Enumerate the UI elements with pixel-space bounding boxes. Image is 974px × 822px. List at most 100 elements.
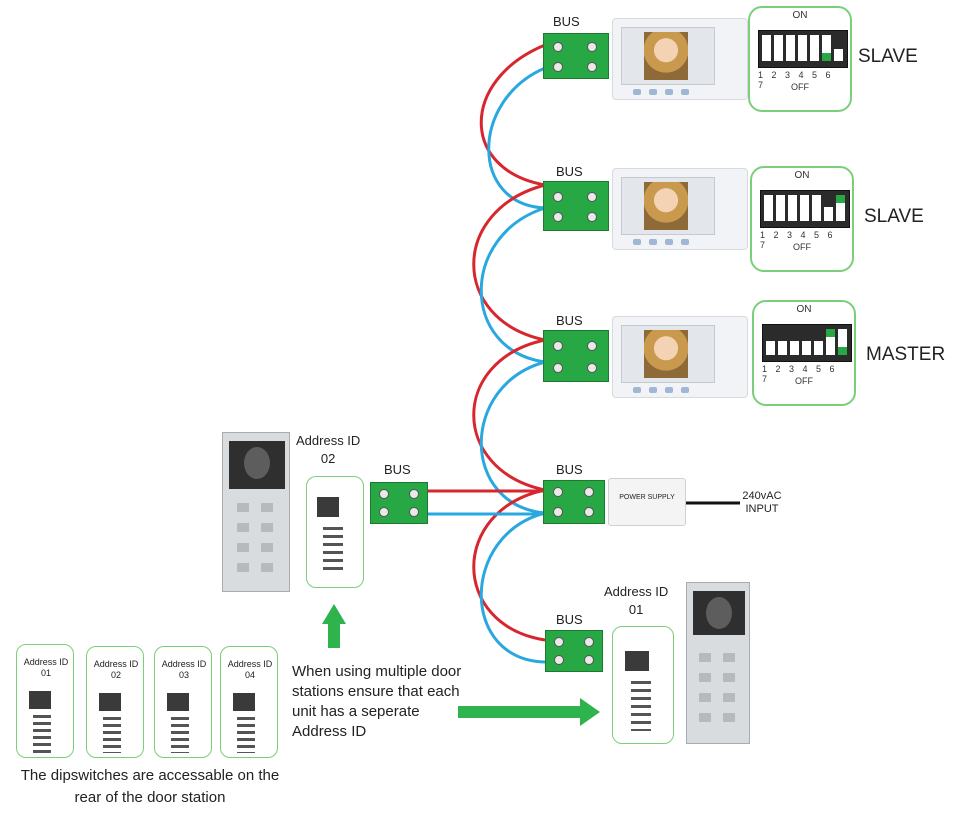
screw-icon xyxy=(554,655,564,665)
right-arrow-head xyxy=(580,698,600,726)
dip-off-label: OFF xyxy=(791,82,809,92)
door-station-icon xyxy=(686,582,750,744)
footer-text: The dipswitches are accessable on the re… xyxy=(20,767,280,806)
dip-numbers: 1 2 3 4 5 6 7 xyxy=(760,230,836,250)
red-wire xyxy=(472,338,546,492)
screw-icon xyxy=(587,212,597,222)
video-monitor-icon xyxy=(612,18,748,100)
bus-label: BUS xyxy=(556,612,583,627)
blue-wire xyxy=(487,66,546,210)
address-dip-card xyxy=(306,476,364,588)
screw-icon xyxy=(553,487,563,497)
bus-terminal-icon xyxy=(543,330,609,382)
screw-icon xyxy=(584,655,594,665)
bus-label: BUS xyxy=(384,462,411,477)
dip-on-label: ON xyxy=(792,10,808,21)
dip-numbers: 1 2 3 4 5 6 7 xyxy=(758,70,834,90)
mini-address-title: Address ID xyxy=(161,659,207,669)
mini-address-value: 01 xyxy=(40,668,51,678)
bus-terminal-icon xyxy=(543,33,609,79)
video-monitor-icon xyxy=(612,316,748,398)
bus-terminal-icon xyxy=(543,181,609,231)
screw-icon xyxy=(587,341,597,351)
mini-address-card: Address ID 01 xyxy=(16,644,74,758)
screw-icon xyxy=(409,489,419,499)
mini-address-value: 02 xyxy=(110,670,121,680)
address-id-title: Address ID xyxy=(604,584,669,599)
bus-terminal-icon xyxy=(543,480,605,524)
bus-label: BUS xyxy=(556,164,583,179)
screw-icon xyxy=(553,192,563,202)
note-text: When using multiple door stations ensure… xyxy=(292,663,462,740)
up-arrow-head xyxy=(322,604,346,624)
mini-address-card: Address ID 04 xyxy=(220,646,278,758)
dip-switch-card: ON 1 2 3 4 5 6 7 OFF xyxy=(752,300,856,406)
bus-label: BUS xyxy=(553,14,580,29)
power-supply-icon: POWER SUPPLY xyxy=(608,478,686,526)
mini-address-title: Address ID xyxy=(93,659,139,669)
screw-icon xyxy=(587,363,597,373)
screw-icon xyxy=(553,212,563,222)
address-dip-card xyxy=(612,626,674,744)
master-label: MASTER xyxy=(866,344,946,365)
bus-label: BUS xyxy=(556,313,583,328)
red-wire xyxy=(479,43,546,187)
caller-image xyxy=(644,182,688,230)
red-wire xyxy=(472,488,546,642)
mini-address-value: 04 xyxy=(244,670,255,680)
screw-icon xyxy=(553,363,563,373)
blue-wire xyxy=(479,511,546,664)
blue-wire xyxy=(479,360,546,515)
screw-icon xyxy=(584,507,594,517)
mini-address-title: Address ID xyxy=(227,659,273,669)
address-id-value: 02 xyxy=(320,451,336,466)
dip-switch-card: ON 1 2 3 4 5 6 7 OFF xyxy=(750,166,854,272)
up-arrow-shaft xyxy=(328,622,340,648)
screw-icon xyxy=(553,341,563,351)
dip-off-label: OFF xyxy=(793,242,811,252)
caller-image xyxy=(644,32,688,80)
screw-icon xyxy=(584,487,594,497)
screw-icon xyxy=(379,507,389,517)
screw-icon xyxy=(409,507,419,517)
dip-on-label: ON xyxy=(794,170,810,181)
bus-label: BUS xyxy=(556,462,583,477)
blue-wire xyxy=(479,206,546,364)
video-monitor-icon xyxy=(612,168,748,250)
dip-numbers: 1 2 3 4 5 6 7 xyxy=(762,364,838,384)
screw-icon xyxy=(587,62,597,72)
dip-off-label: OFF xyxy=(795,376,813,386)
screw-icon xyxy=(553,507,563,517)
screw-icon xyxy=(554,637,564,647)
mini-address-title: Address ID xyxy=(23,657,69,667)
power-supply-label: POWER SUPPLY xyxy=(619,494,675,501)
dip-switch-card: ON 1 2 3 4 5 6 7 OFF xyxy=(748,6,852,112)
dip-switch-icon xyxy=(760,190,850,228)
slave-label: SLAVE xyxy=(858,46,918,67)
red-wire xyxy=(472,183,546,342)
mini-address-card: Address ID 02 xyxy=(86,646,144,758)
screw-icon xyxy=(553,62,563,72)
address-id-value: 01 xyxy=(628,602,644,617)
right-arrow-shaft xyxy=(458,706,582,718)
mini-address-card: Address ID 03 xyxy=(154,646,212,758)
dip-on-label: ON xyxy=(796,304,812,315)
screw-icon xyxy=(553,42,563,52)
address-id-title: Address ID xyxy=(296,433,361,448)
mains-input-label: 240vAC INPUT xyxy=(742,490,782,515)
mini-address-value: 03 xyxy=(178,670,189,680)
screw-icon xyxy=(584,637,594,647)
bus-terminal-icon xyxy=(370,482,428,524)
door-station-icon xyxy=(222,432,290,592)
caller-image xyxy=(644,330,688,378)
bus-terminal-icon xyxy=(545,630,603,672)
dip-switch-icon xyxy=(762,324,852,362)
dip-switch-icon xyxy=(758,30,848,68)
slave-label: SLAVE xyxy=(864,206,924,227)
address-id-label: Address ID 01 xyxy=(604,583,668,619)
screw-icon xyxy=(587,42,597,52)
address-id-label: Address ID 02 xyxy=(296,432,360,468)
screw-icon xyxy=(587,192,597,202)
screw-icon xyxy=(379,489,389,499)
